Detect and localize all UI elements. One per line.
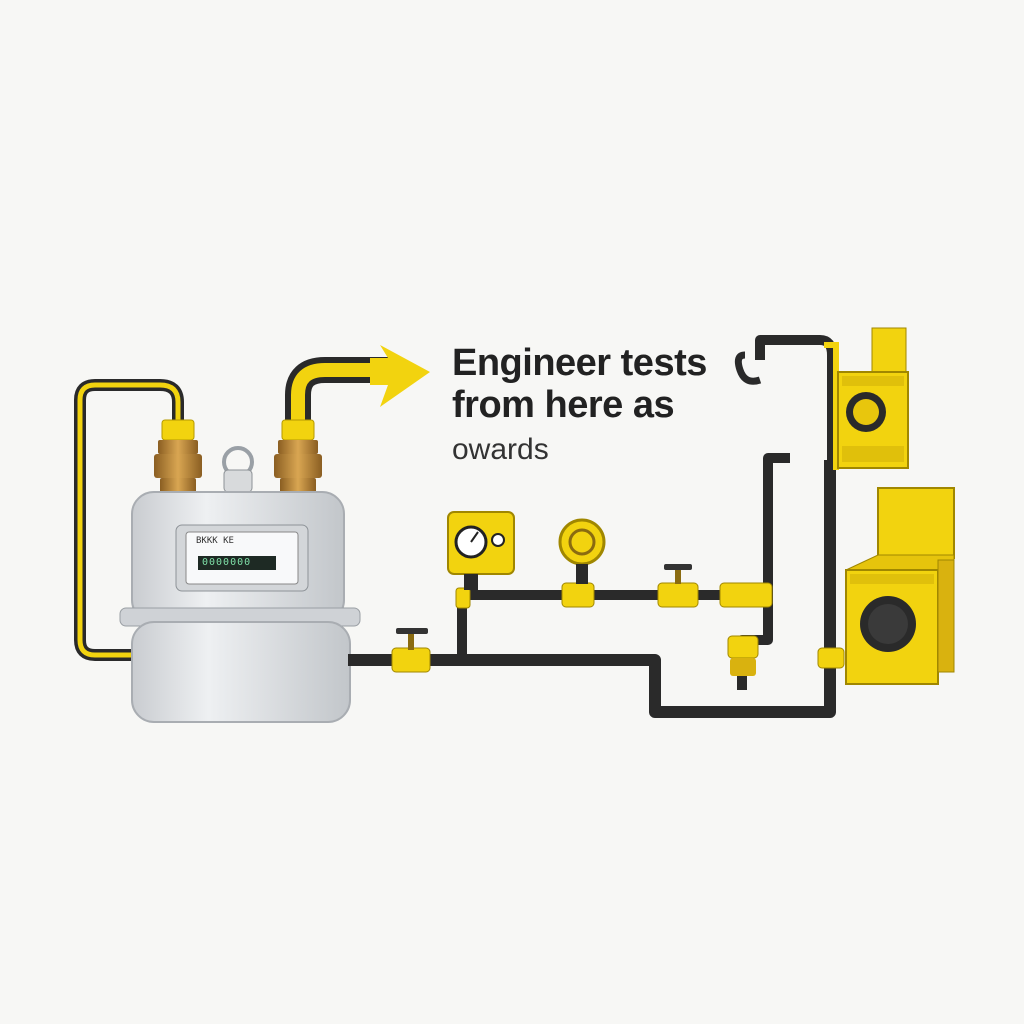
washing-machine-icon: [837, 327, 909, 469]
pressure-dial: [558, 518, 606, 584]
fitting-elbow: [455, 582, 845, 669]
test-point-nipple: [222, 446, 254, 493]
caption-line-1: Engineer tests: [452, 342, 707, 384]
valve-icon: [657, 564, 699, 608]
inlet-connector: [154, 419, 202, 496]
outlet-pipe-arrow: [285, 357, 388, 425]
isolation-valve: [391, 628, 431, 673]
engineer-caption: Engineer tests from here as owards: [452, 342, 707, 466]
pressure-gauge-icon: [447, 511, 515, 590]
gas-meter: [119, 491, 361, 723]
meter-plate-text: BKKK KE: [196, 536, 234, 546]
inlet-loop-pipe: [74, 379, 184, 661]
appliance-washer: [845, 487, 955, 685]
caption-line-3: owards: [452, 432, 549, 466]
fitting-tee: [719, 582, 773, 676]
meter-digits: 0000000: [202, 557, 252, 568]
outlet-connector: [274, 419, 322, 496]
supply-tap: [734, 351, 762, 385]
arrow-right-icon: [370, 345, 430, 407]
caption-line-2: from here as: [452, 383, 675, 426]
